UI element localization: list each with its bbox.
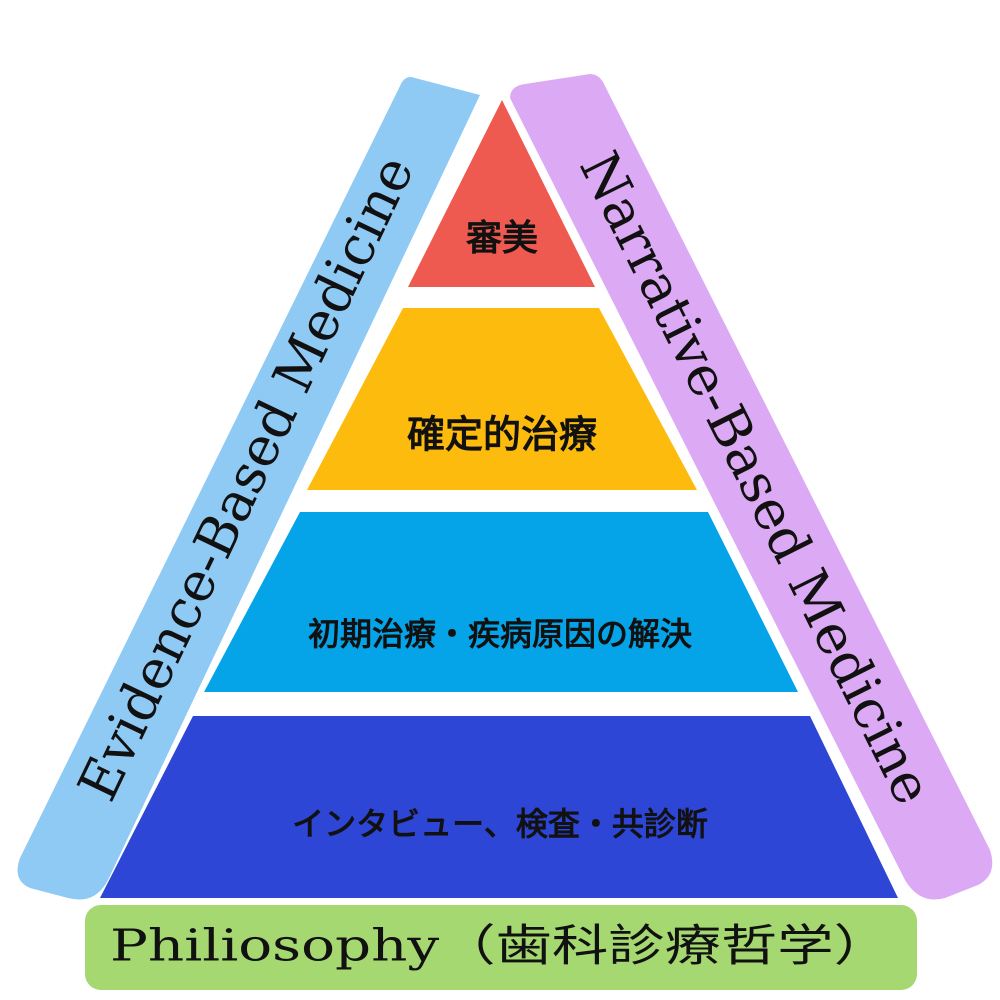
tier-3-shape: [204, 512, 798, 692]
philosophy-base: Philiosophy（歯科診療哲学）: [85, 905, 917, 990]
left-band-shape: [17, 77, 481, 900]
tier-4-shape: [100, 716, 898, 898]
tier-2-shape: [307, 308, 697, 490]
right-band-shape: [510, 74, 993, 900]
base-label: Philiosophy（歯科診療哲学）: [110, 921, 890, 972]
tier-2-label: 確定的治療: [407, 413, 598, 457]
pyramid: 審美 確定的治療 初期治療・疾病原因の解決 インタビュー、検査・共診断: [100, 100, 898, 898]
tier-4-label: インタビュー、検査・共診断: [292, 805, 708, 843]
base-shape: [85, 905, 917, 990]
tier-1-shape: [408, 100, 595, 287]
tier-3-label: 初期治療・疾病原因の解決: [308, 615, 692, 653]
tier-1-label: 審美: [465, 218, 538, 259]
